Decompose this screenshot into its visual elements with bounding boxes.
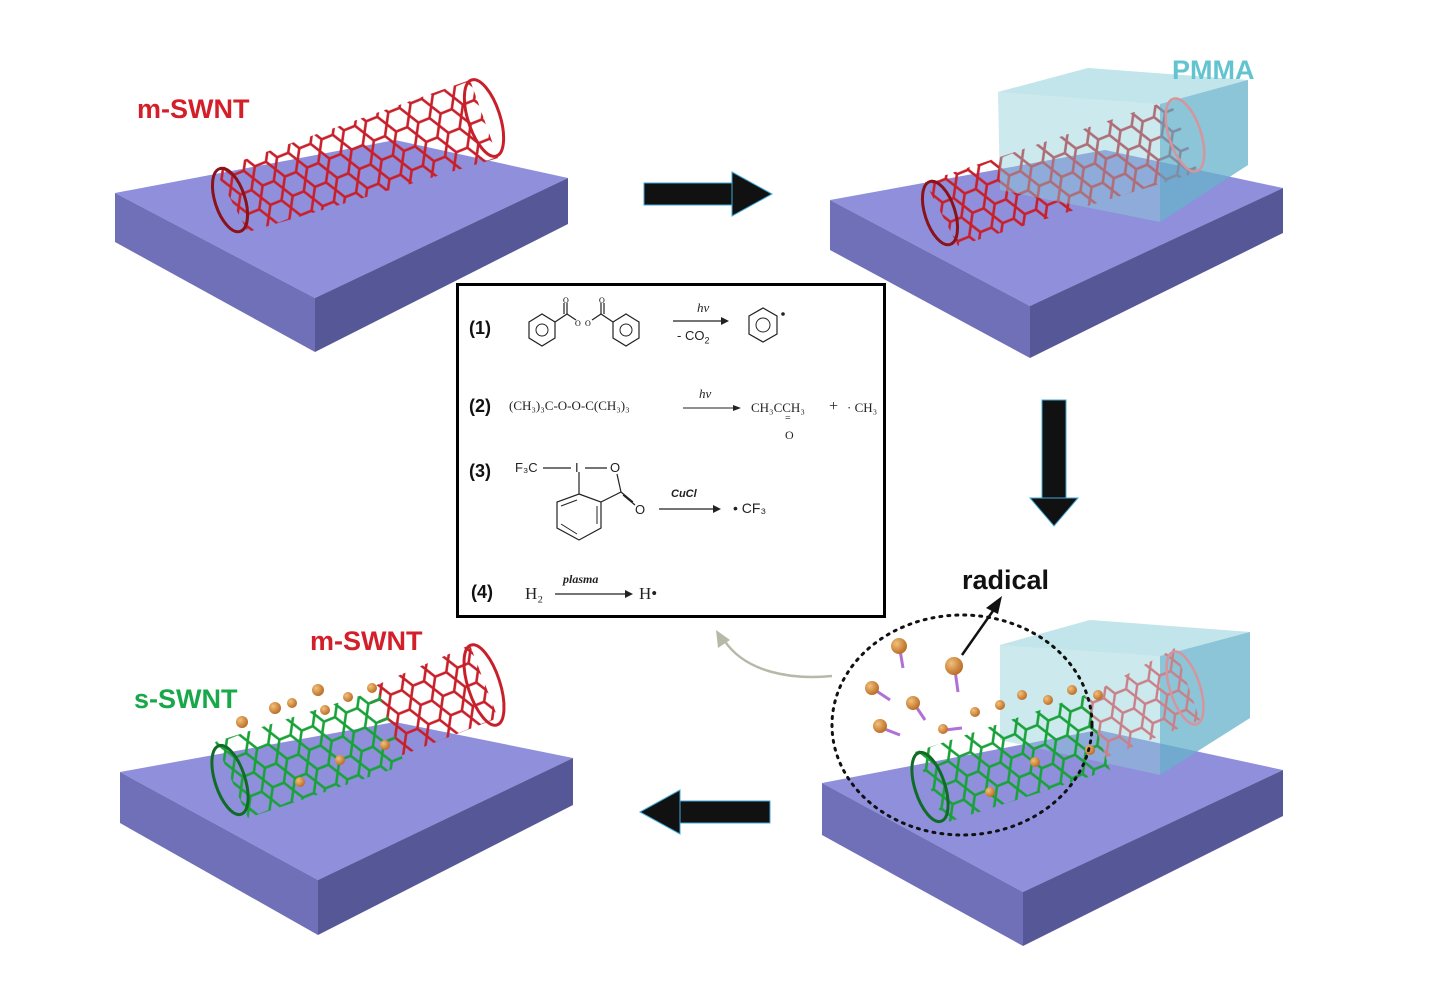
- reaction-3-cf3-group: F₃C: [515, 460, 538, 475]
- curved-arrow: [716, 630, 833, 679]
- attached-radicals-bottom-left: [236, 683, 390, 787]
- reaction-1-byproduct: - CO2: [677, 328, 710, 346]
- reaction-3-iodine: I: [575, 460, 579, 475]
- panel-top-right: [830, 68, 1283, 358]
- reaction-4-arrow: [555, 590, 633, 598]
- label-m-swnt-bottom-left: m-SWNT: [310, 626, 423, 656]
- arrow-down: [1028, 399, 1080, 527]
- pmma-block-top-right: [998, 68, 1248, 222]
- reaction-3-product: • CF₃: [733, 500, 767, 516]
- reaction-2-plus: +: [829, 398, 839, 415]
- arrow-right: [643, 171, 774, 217]
- nanotube-s-swnt-segment-bottom-left: [210, 690, 405, 818]
- reaction-2-product: CH₃CCH₃: [751, 400, 805, 415]
- reaction-3-number: (3): [469, 461, 491, 481]
- reaction-1-condition: hv: [697, 300, 710, 315]
- label-s-swnt: s-SWNT: [134, 684, 238, 714]
- arrow-left: [638, 789, 771, 835]
- free-radicals: [865, 638, 963, 737]
- reaction-4-reactant: H₂: [525, 584, 544, 603]
- nanotube-m-swnt-segment-bottom-left: [365, 643, 506, 758]
- nanotube-shielded-part-bottom-right: [1080, 648, 1205, 760]
- label-m-swnt-top-left: m-SWNT: [137, 94, 250, 124]
- benzoyl-peroxide-structure: O O O O: [528, 296, 640, 347]
- panel-top-left: [115, 78, 568, 352]
- reaction-3-condition: CuCl: [671, 488, 697, 500]
- phenyl-radical-structure: [748, 307, 785, 343]
- reaction-4-condition: plasma: [563, 572, 599, 586]
- attached-radicals-bottom-right: [970, 685, 1103, 797]
- reaction-4-product: H•: [639, 584, 658, 603]
- label-radical: radical: [962, 565, 1050, 595]
- svg-text:O: O: [585, 319, 591, 328]
- reaction-2-number: (2): [469, 396, 491, 416]
- reaction-2-product-oxygen: O: [785, 428, 794, 442]
- svg-text:O: O: [563, 296, 569, 305]
- reaction-1-number: (1): [469, 318, 491, 338]
- reaction-2-radical: · CH₃: [847, 400, 878, 415]
- reaction-2-condition: hv: [699, 386, 712, 401]
- reaction-2-double-bond: =: [785, 413, 791, 424]
- reaction-3-ring-oxygen: O: [610, 460, 621, 475]
- reaction-scheme-box: (1) O O O O hv - CO2 (2) (CH₃)₃C-O-O-C(C…: [456, 283, 886, 618]
- radical-region-circle: [830, 613, 1094, 837]
- panel-bottom-left: [120, 643, 573, 935]
- reaction-4-number: (4): [471, 582, 493, 602]
- nanotube-s-swnt-bottom-right: [910, 695, 1110, 824]
- reaction-1-arrow: [673, 317, 729, 325]
- reaction-2-reactant: (CH₃)₃C-O-O-C(CH₃)₃: [509, 398, 630, 413]
- svg-text:O: O: [575, 319, 581, 328]
- panel-bottom-right: [822, 596, 1283, 946]
- reaction-3-arrow: [659, 505, 721, 513]
- reaction-3-carbonyl-oxygen: O: [635, 502, 646, 517]
- togni-reagent-structure: [543, 467, 636, 541]
- nanotube-m-swnt-top-right: [920, 100, 1198, 247]
- nanotube-m-swnt-top-left: [210, 78, 506, 234]
- label-pmma: PMMA: [1172, 55, 1255, 85]
- radical-pointer-arrow: [960, 596, 1002, 656]
- svg-text:O: O: [599, 296, 605, 305]
- reaction-2-arrow: [683, 405, 741, 411]
